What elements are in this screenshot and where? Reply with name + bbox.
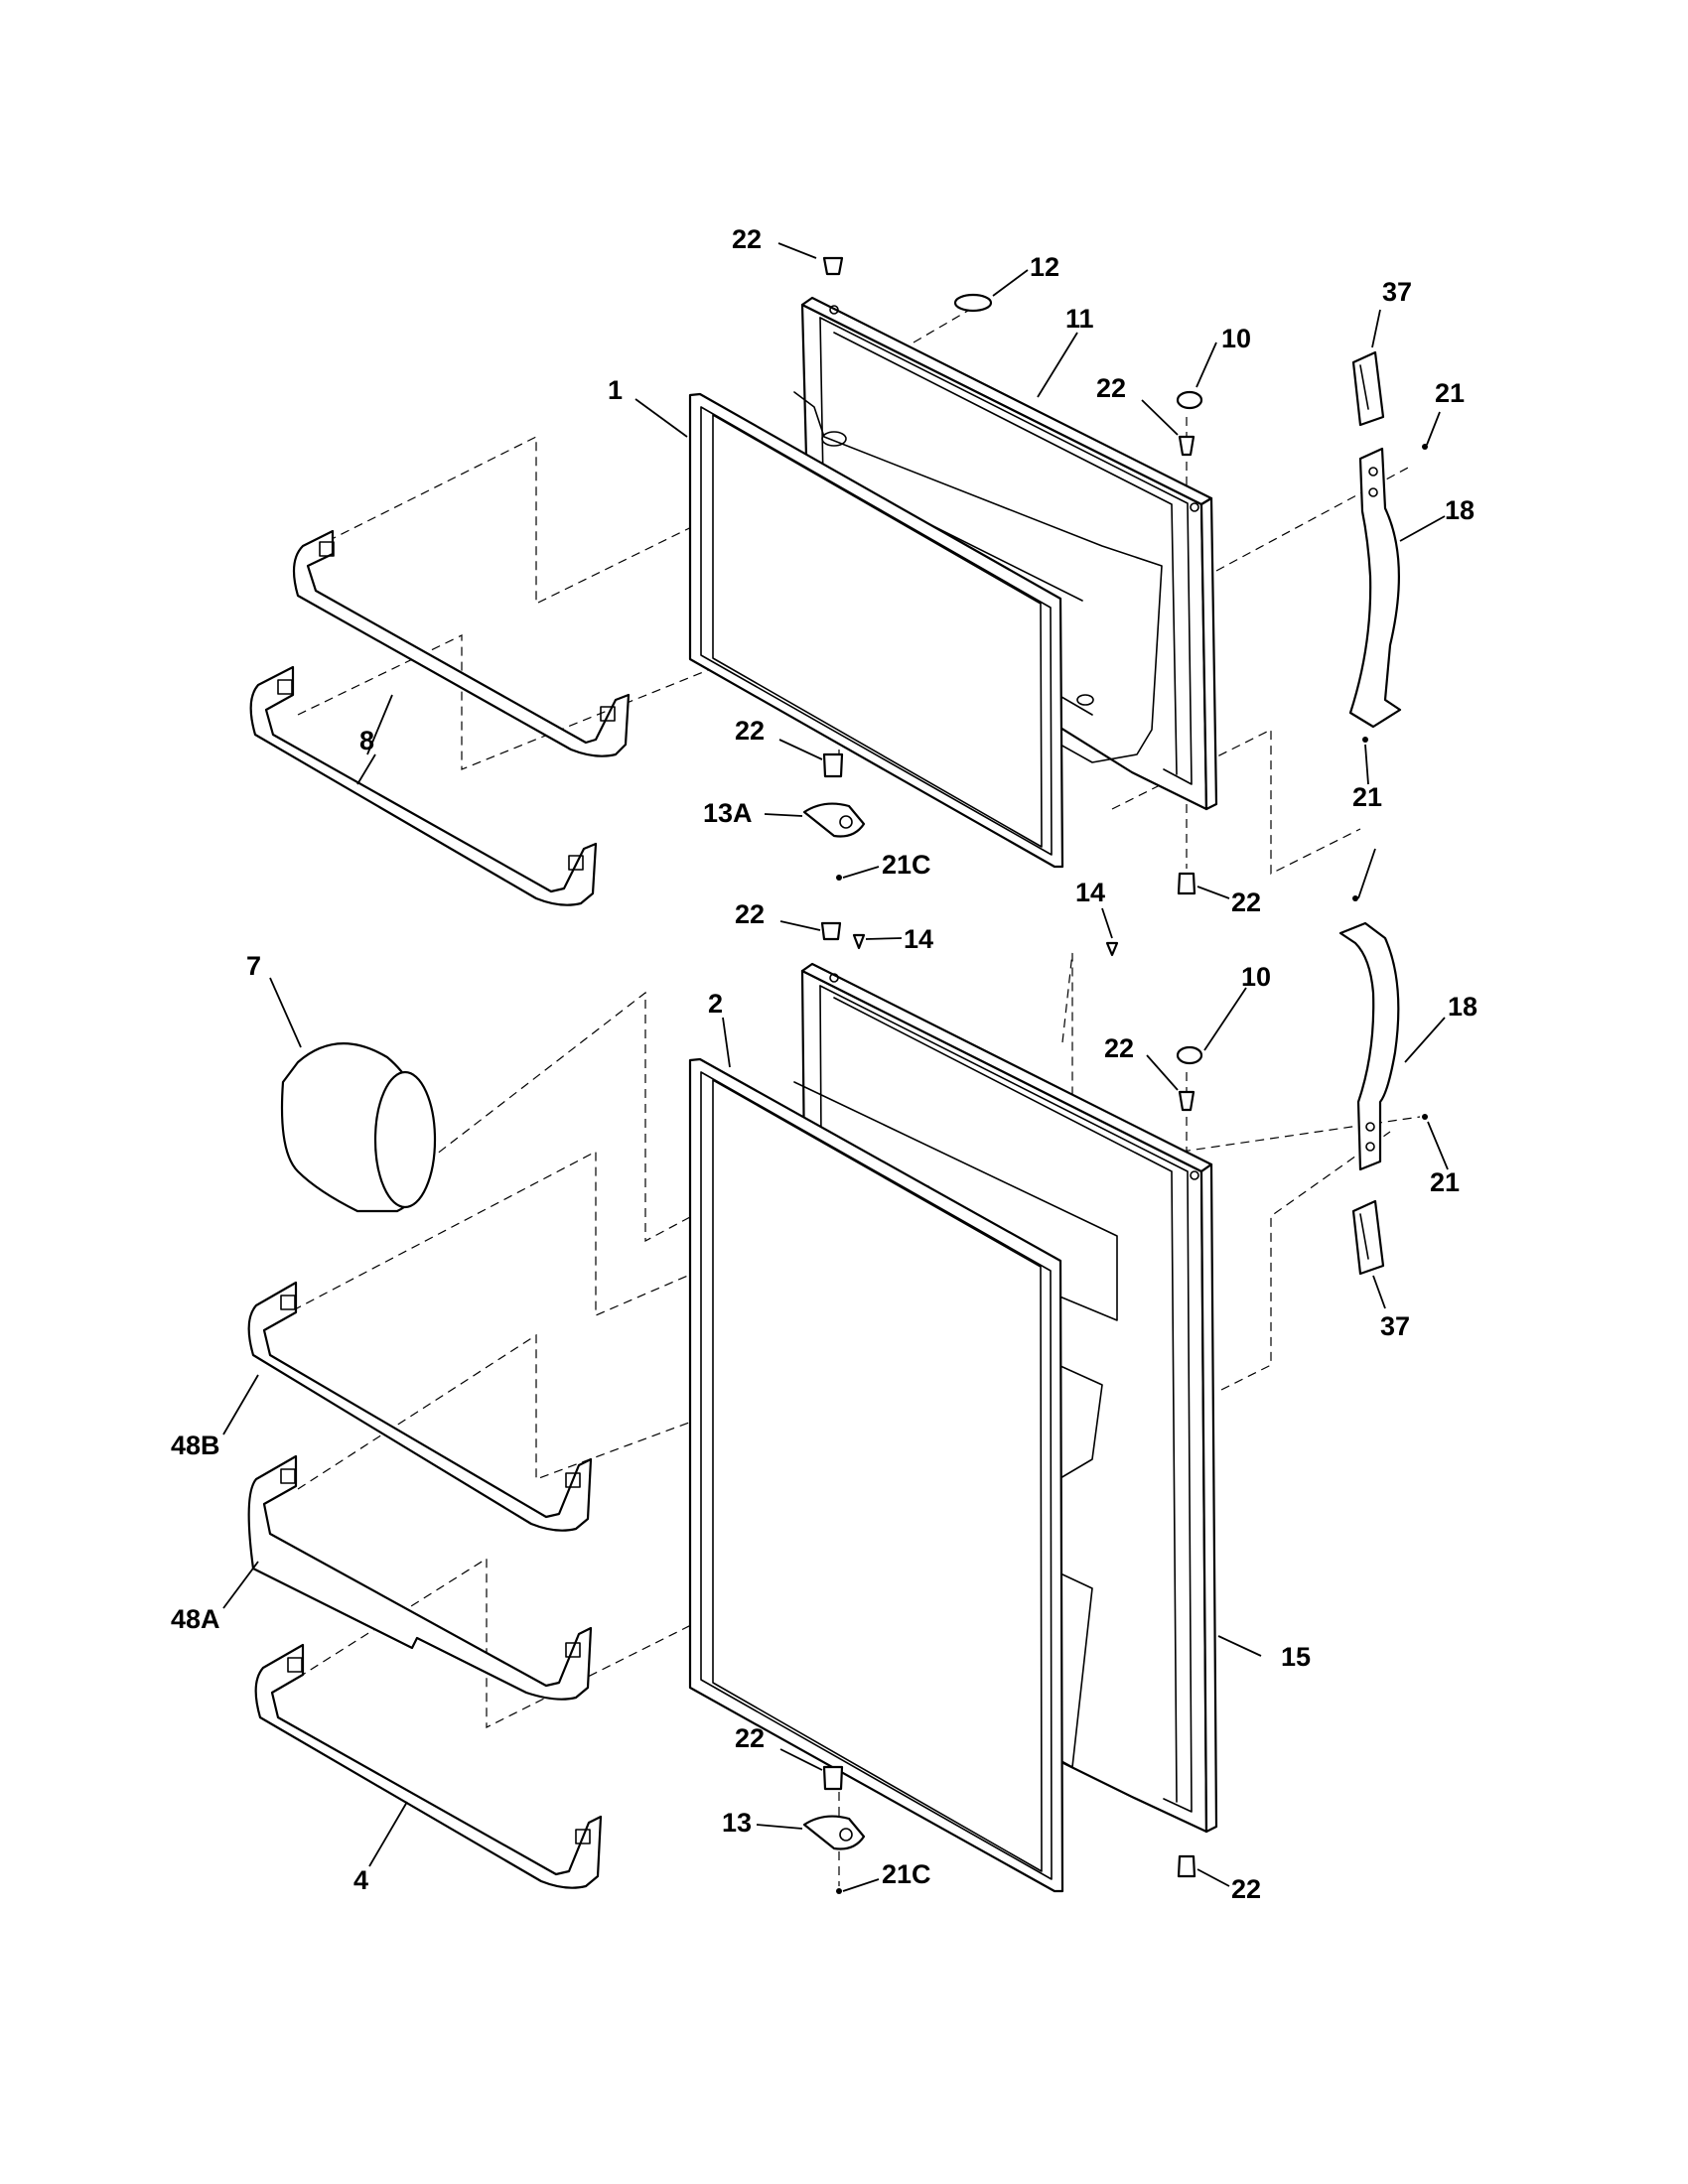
callout-top-cap: 12	[1030, 252, 1059, 282]
callout-shelf-48b: 48B	[171, 1431, 220, 1460]
callout-fresh-top-pin: 14	[904, 924, 933, 954]
callout-shelf-48a: 48A	[171, 1604, 220, 1634]
callout-shelf-4: 4	[353, 1865, 368, 1895]
butter-bin	[280, 1042, 437, 1213]
callout-fresh-plug-screw: 22	[1104, 1033, 1134, 1063]
callout-freezer-right-bottom-screw: 22	[1231, 887, 1261, 917]
handle-cap-upper	[1351, 350, 1385, 427]
callout-fresh-bottom-hinge: 13	[722, 1808, 752, 1838]
callout-upper-handle: 18	[1445, 495, 1475, 525]
freezer-gasket	[688, 392, 1064, 869]
callout-fresh-bottom-hinge-screw: 21C	[882, 1859, 931, 1889]
callout-butter-bin: 7	[246, 951, 261, 981]
callout-lower-handle-screw: 21	[1430, 1167, 1460, 1197]
freezer-shelf-lower	[249, 665, 598, 906]
callouts: 22 12 11 10 22 1 37 21 18 8 22 13A 21C 2…	[171, 224, 1477, 1904]
fresh-food-gasket	[688, 1057, 1064, 1893]
callout-lower-handle-cap: 37	[1380, 1311, 1410, 1341]
callout-fresh-top-pin-right: 14	[1075, 878, 1105, 907]
upper-handle	[1348, 447, 1402, 729]
freezer-shelf-upper	[292, 529, 631, 757]
callout-freezer-shelf: 8	[359, 726, 374, 755]
callout-freezer-door: 11	[1065, 304, 1094, 334]
callout-freezer-gasket: 1	[608, 375, 623, 405]
callout-fresh-right-bottom-screw: 22	[1231, 1874, 1261, 1904]
callout-upper-handle-screw: 21	[1435, 378, 1465, 408]
callout-top-hinge-screw: 22	[732, 224, 762, 254]
shelf-4	[254, 1643, 603, 1889]
callout-freezer-bottom-hinge-screw: 21C	[882, 850, 931, 880]
callout-fresh-top-screw: 22	[735, 899, 765, 929]
callout-freezer-hinge-screw: 22	[1096, 373, 1126, 403]
handle-cap-lower	[1351, 1199, 1385, 1276]
callout-fresh-door: 15	[1281, 1642, 1311, 1672]
shelf-48b	[247, 1281, 593, 1532]
shelf-48a	[247, 1454, 593, 1701]
callout-lower-handle: 18	[1448, 992, 1477, 1022]
callout-upper-handle-cap: 37	[1382, 277, 1412, 307]
callout-freezer-plug: 10	[1221, 324, 1251, 353]
hardware	[802, 256, 1428, 1894]
callout-fresh-plug: 10	[1241, 962, 1271, 992]
callout-freezer-bottom-screw: 22	[735, 716, 765, 746]
callout-mid-handle-screw: 21	[1352, 782, 1382, 812]
lower-handle	[1338, 921, 1400, 1171]
leader-lines	[222, 242, 1449, 1892]
callout-fresh-bottom-screw: 22	[735, 1723, 765, 1753]
callout-freezer-bottom-hinge: 13A	[703, 798, 753, 828]
freezer-door	[793, 296, 1218, 811]
callout-fresh-gasket: 2	[708, 989, 723, 1019]
